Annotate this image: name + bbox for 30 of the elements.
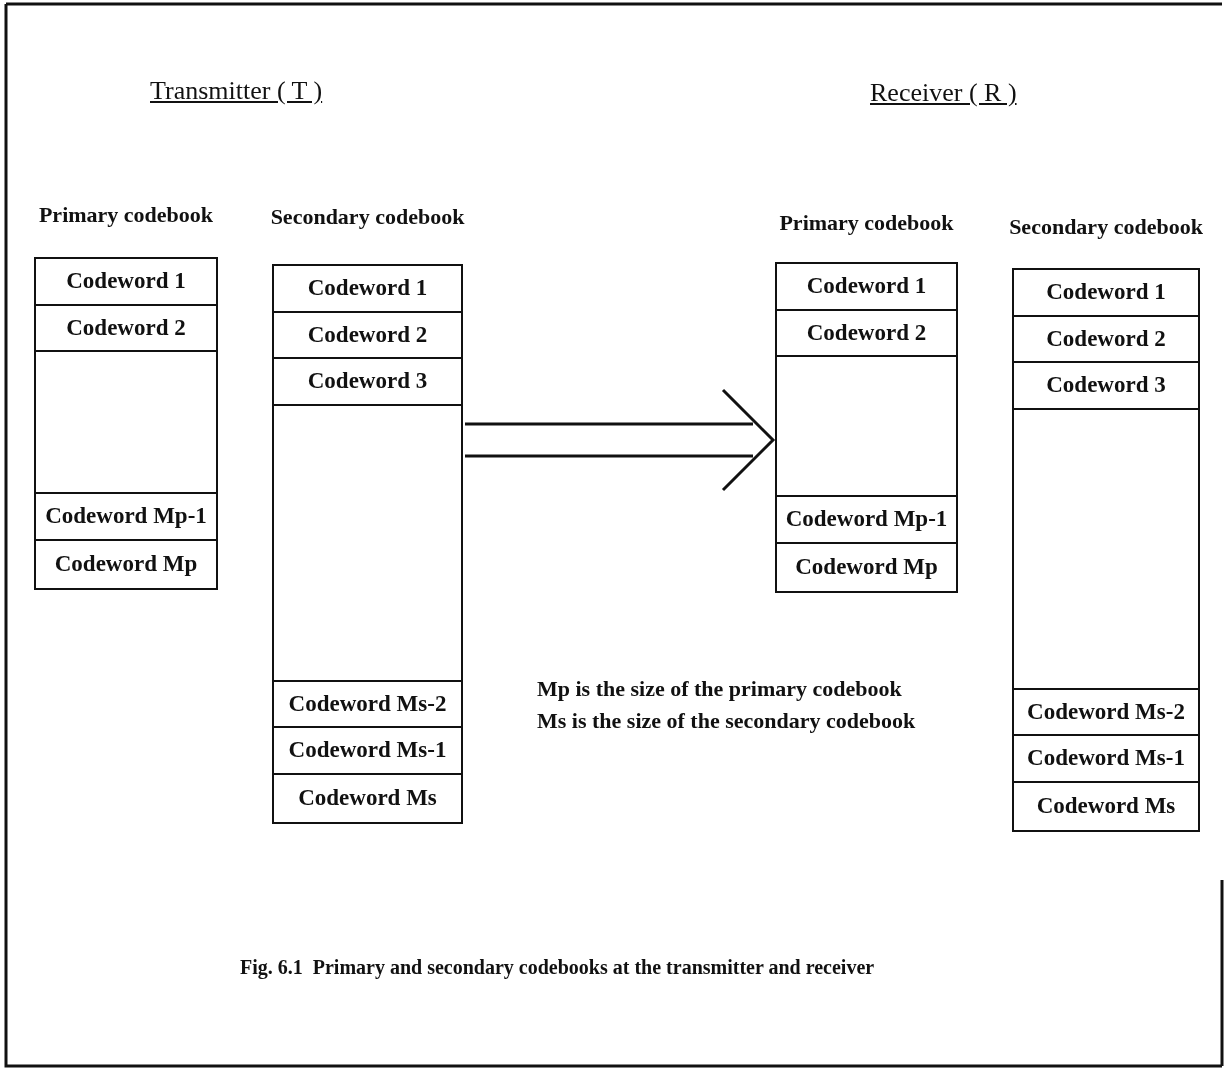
codeword-cell: Codeword 1 <box>274 266 461 313</box>
codeword-cell: Codeword 2 <box>274 312 461 359</box>
codeword-cell: Codeword Mp <box>36 540 216 587</box>
section-heading: Receiver ( R ) <box>870 78 1017 108</box>
codeword-cell: Codeword Mp-1 <box>777 497 956 544</box>
column-heading: Primary codebook <box>778 210 955 236</box>
codeword-cell: Codeword Ms-1 <box>274 728 461 775</box>
figure-caption: Fig. 6.1 Primary and secondary codebooks at the transmitter and receiver <box>240 956 875 979</box>
codeword-cell: Codeword 3 <box>1014 363 1198 410</box>
codeword-cell: Codeword Ms <box>274 774 461 821</box>
double-arrow <box>465 388 775 492</box>
codeword-cell: Codeword 1 <box>36 259 216 306</box>
section-heading: Transmitter ( T ) <box>150 76 323 106</box>
column-heading: Primary codebook <box>37 202 215 228</box>
codeword-cell: Codeword 3 <box>274 359 461 406</box>
codeword-cell: Codeword Ms-1 <box>1014 736 1198 783</box>
codeword-cell: Codeword 2 <box>36 305 216 352</box>
codeword-cell: Codeword Mp <box>777 543 956 590</box>
codeword-cell: Codeword Ms <box>1014 782 1198 829</box>
codeword-cell: Codeword Ms-2 <box>274 681 461 728</box>
note-text: Ms is the size of the secondary codebook <box>537 708 916 734</box>
codeword-cell: Codeword 2 <box>777 310 956 357</box>
note-text: Mp is the size of the primary codebook <box>537 676 902 702</box>
column-heading: Secondary codebook <box>269 204 466 230</box>
codeword-cell: Codeword Ms-2 <box>1014 689 1198 736</box>
codeword-cell: Codeword 2 <box>1014 316 1198 363</box>
codeword-cell: Codeword 1 <box>777 264 956 311</box>
codeword-cell: Codeword Mp-1 <box>36 494 216 541</box>
column-heading: Secondary codebook <box>1008 214 1204 240</box>
codeword-cell: Codeword 1 <box>1014 270 1198 317</box>
